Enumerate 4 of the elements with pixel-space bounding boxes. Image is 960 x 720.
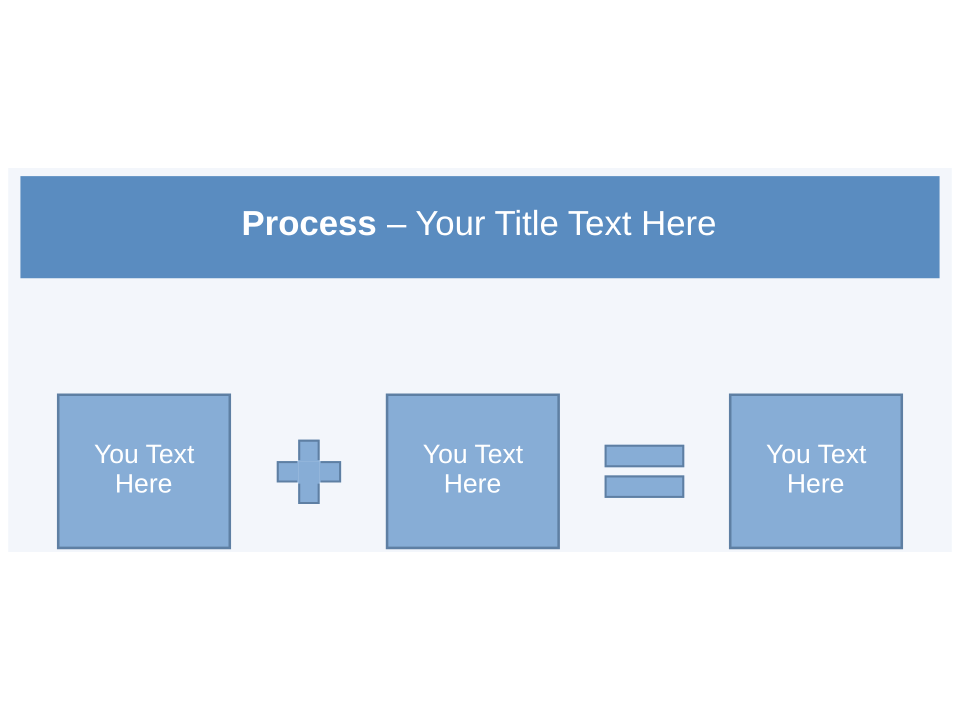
node-box: You Text Here bbox=[56, 393, 232, 550]
diagram-title: Process – Your Title Text Here bbox=[242, 205, 716, 244]
node-box: You Text Here bbox=[386, 393, 560, 550]
node-box: You Text Here bbox=[728, 393, 904, 550]
